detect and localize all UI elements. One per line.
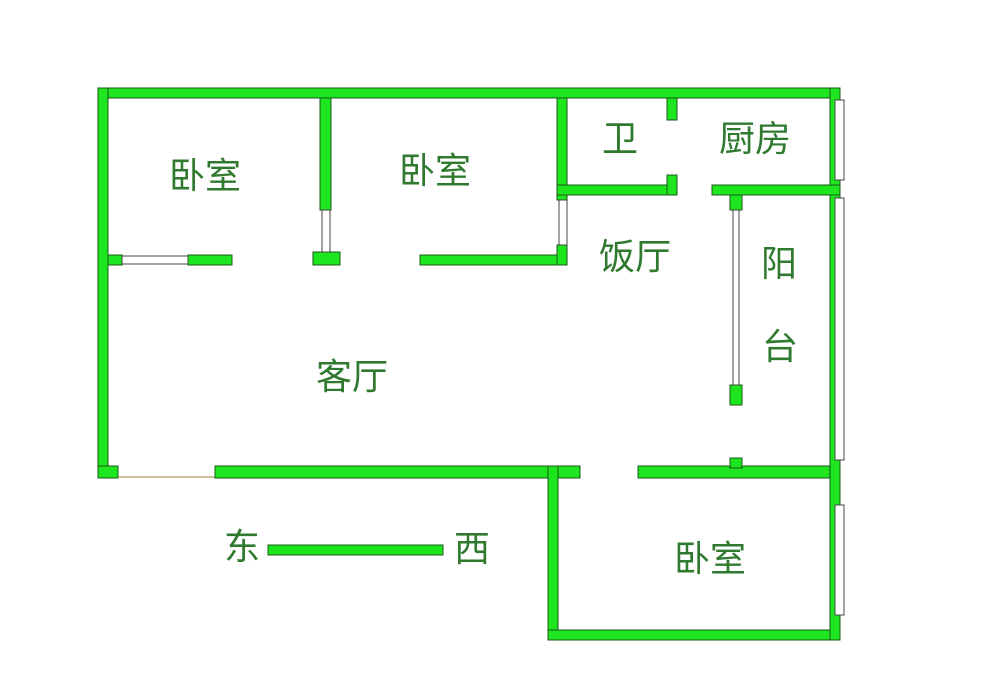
wall-bathroom-stub-low: [666, 174, 678, 196]
window-bedroom-se: [834, 504, 845, 616]
wall-bedroom-nw-bottom-b: [187, 254, 233, 266]
wall-living-bottom: [214, 465, 581, 479]
wall-kitchen-bottom: [711, 184, 841, 196]
room-label-bedroom-n: 卧室: [398, 151, 472, 192]
wall-bedroom-n-bottom: [419, 254, 568, 266]
window-balcony-inner: [732, 209, 740, 386]
window-kitchen: [834, 99, 845, 181]
compass-line: [267, 544, 444, 556]
wall-bedroom-divider-stub: [312, 251, 341, 266]
wall-bedroom-se-bottom: [547, 629, 841, 641]
room-label-bedroom-nw: 卧室: [168, 156, 242, 197]
room-label-dining: 饭厅: [598, 237, 672, 278]
compass-west: 西: [453, 529, 491, 570]
wall-bedroom-divider: [319, 97, 332, 211]
room-label-kitchen: 厨房: [718, 119, 792, 160]
wall-bathroom-bottom: [556, 184, 678, 196]
wall-top: [97, 87, 841, 99]
window-bedroom-n: [558, 199, 568, 246]
wall-left: [97, 87, 109, 479]
compass-east: 东: [223, 527, 261, 568]
window-bedroom-nw: [121, 255, 189, 265]
wall-bedroom-nw-bottom-a: [107, 254, 123, 266]
wall-balcony-top-stub: [729, 194, 743, 211]
wall-bottom-left-stub: [97, 465, 119, 479]
walls: [97, 87, 841, 641]
wall-bedroom-n-right-stub: [556, 244, 568, 266]
room-label-bathroom: 卫: [601, 119, 639, 160]
window-divider: [321, 209, 331, 253]
wall-balcony-bottom-stub: [729, 384, 743, 406]
window-balcony: [834, 197, 845, 461]
room-label-balcony-1: 阳: [760, 244, 798, 285]
room-label-living: 客厅: [315, 357, 389, 398]
windows: [121, 99, 845, 616]
wall-bedroom-se-left: [547, 465, 559, 641]
wall-stub: [729, 457, 743, 469]
room-label-bedroom-se: 卧室: [673, 539, 747, 580]
room-label-balcony-2: 台: [761, 327, 799, 368]
wall-bathroom-stub-top: [666, 97, 678, 121]
